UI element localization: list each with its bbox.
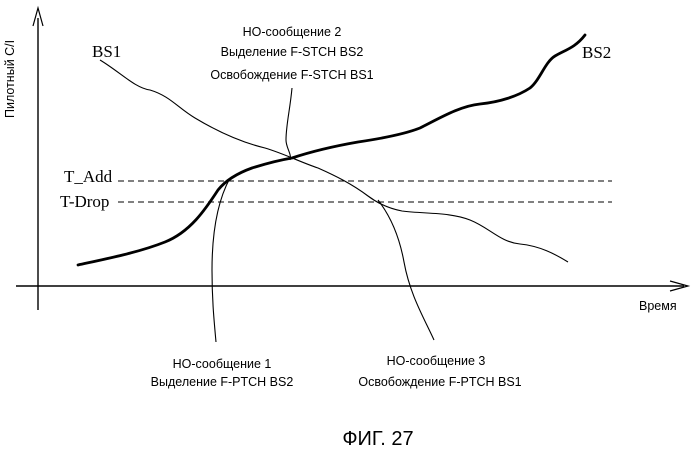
ho2-line2: Освобождение F-STCH BS1: [210, 69, 373, 82]
y-axis-label: Пилотный C/I: [3, 40, 17, 118]
ho3-title: НО-сообщение 3: [387, 355, 486, 368]
t-drop-label: T-Drop: [60, 193, 109, 210]
ho2-line1: Выделение F-STCH BS2: [221, 46, 364, 59]
ho1-line1: Выделение F-PTCH BS2: [151, 376, 294, 389]
t-add-label: T_Add: [64, 168, 112, 185]
ho1-line: [212, 178, 230, 342]
ho3-line: [378, 200, 434, 340]
ho2-title: НО-сообщение 2: [243, 26, 342, 39]
bs1-label: BS1: [92, 43, 121, 60]
x-axis-label: Время: [639, 300, 677, 313]
bs1-curve: [100, 60, 568, 262]
ho3-line1: Освобождение F-PTCH BS1: [358, 376, 521, 389]
bs2-label: BS2: [582, 44, 611, 61]
ho2-line: [286, 88, 292, 160]
figure-caption: ФИГ. 27: [342, 428, 413, 451]
ho1-title: НО-сообщение 1: [173, 358, 272, 371]
